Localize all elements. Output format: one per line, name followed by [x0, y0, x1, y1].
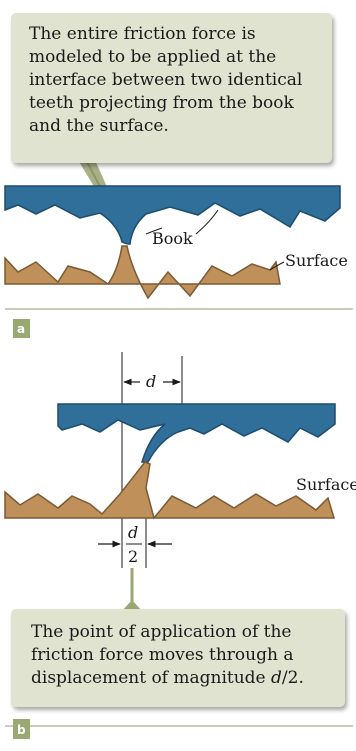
callout-b-line-3: displacement of magnitude d/2.: [31, 667, 345, 690]
surface-shape-b: [5, 462, 334, 518]
surface-label: Surface: [285, 251, 348, 270]
book-shape-b: [58, 404, 335, 462]
svg-text:a: a: [17, 322, 25, 336]
callout-a-line-5: and the surface.: [29, 115, 332, 138]
callout-a-line-4: teeth projecting from the book: [29, 92, 332, 115]
half-d-denominator: 2: [128, 547, 138, 566]
svg-text:b: b: [17, 723, 26, 737]
callout-b-line-2: friction force moves through a: [31, 644, 345, 667]
callout-b-line-1: The point of application of the: [31, 621, 345, 644]
surface-label-b: Surface: [296, 475, 356, 494]
callout-a-line-2: modeled to be applied at the: [29, 46, 332, 69]
d-label: d: [146, 372, 156, 391]
callout-a-line-3: interface between two identical: [29, 69, 332, 92]
half-d-numerator: d: [128, 523, 138, 542]
surface-shape-a: [5, 246, 280, 298]
callout-a-line-1: The entire friction force is: [29, 23, 332, 46]
callout-panel-b: The point of application of the friction…: [11, 609, 345, 707]
callout-b-math-d: d: [271, 668, 282, 688]
book-label: Book: [152, 229, 193, 248]
callout-panel-a: The entire friction force is modeled to …: [11, 13, 332, 163]
